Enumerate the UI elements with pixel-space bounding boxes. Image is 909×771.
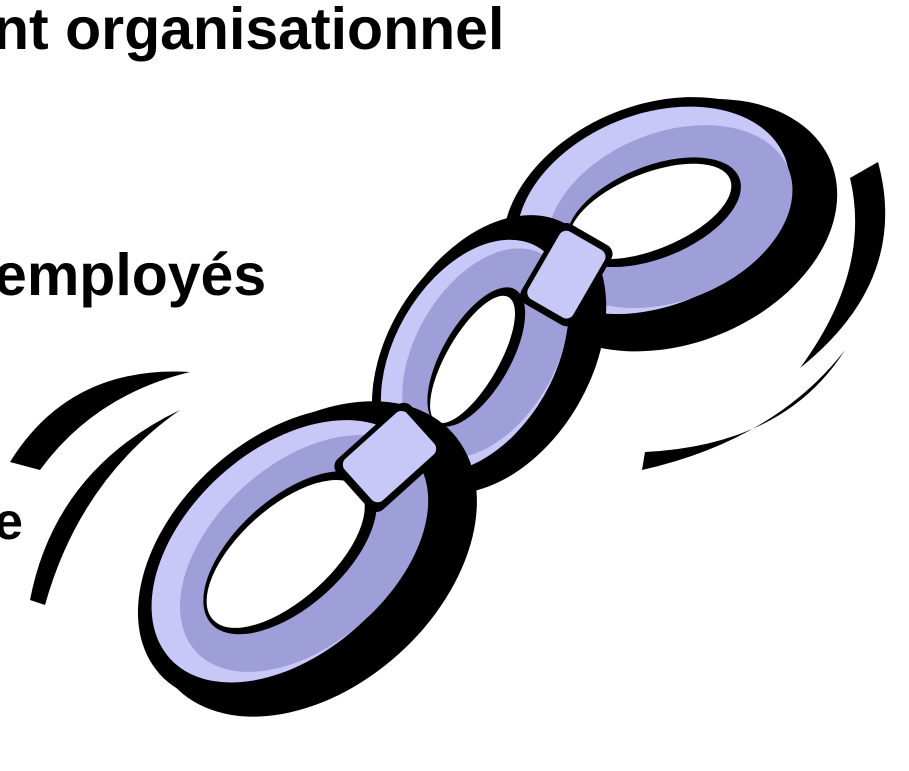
- chain-link-overlap: [334, 402, 446, 513]
- slide-text-line-1: nt organisationnel: [0, 0, 505, 62]
- slide-text-line-3: e: [0, 493, 23, 551]
- motion-swoosh-left-1: [10, 371, 190, 470]
- chain-link-overlap-upper: [520, 222, 613, 327]
- slide-text-line-2: employés: [0, 242, 267, 308]
- motion-swoosh-right-1: [800, 162, 886, 368]
- motion-swoosh-left-2: [30, 410, 180, 605]
- motion-swoosh-right-2: [642, 350, 845, 470]
- chain-link-middle: [371, 215, 607, 494]
